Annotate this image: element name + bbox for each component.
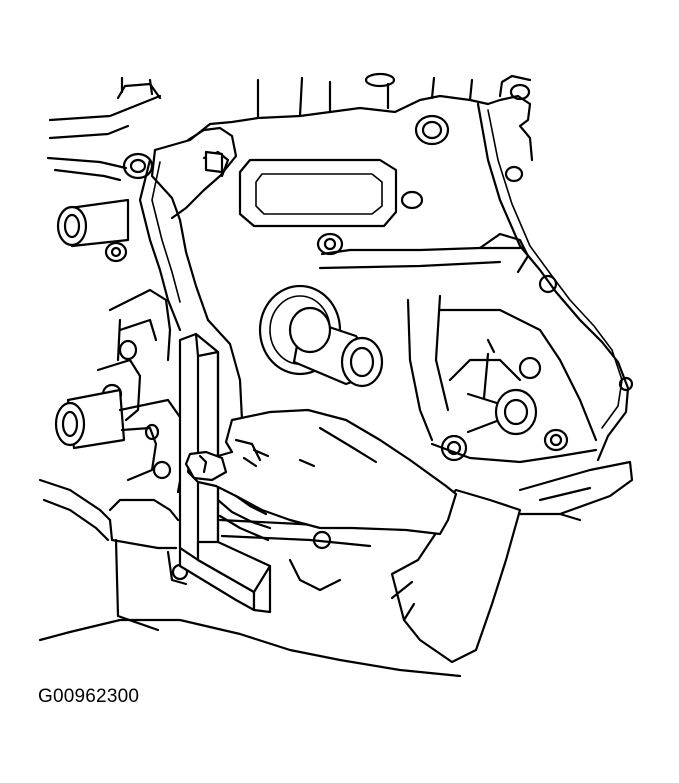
hand-icon	[186, 410, 456, 540]
figure-code-label: G00962300	[38, 686, 140, 707]
steel-square-tool-icon	[180, 334, 270, 612]
engine-front-illustration	[0, 0, 679, 680]
engine-block-icon	[40, 74, 632, 676]
